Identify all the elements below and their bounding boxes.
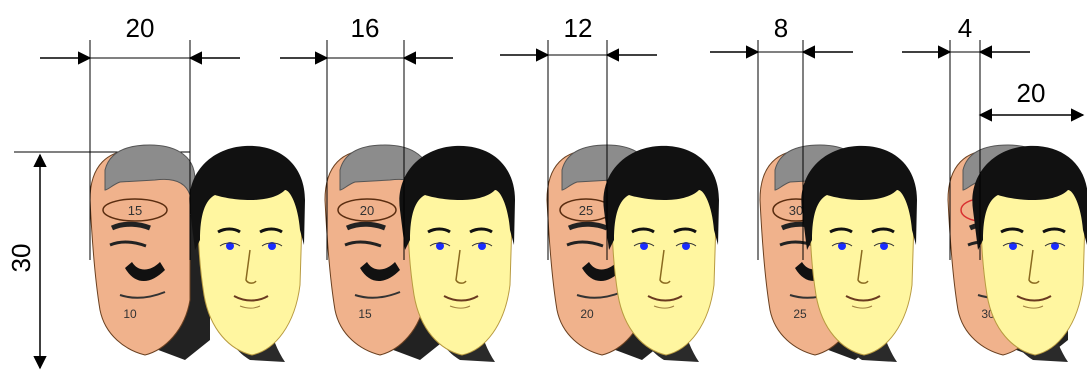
front-face-chin [653, 305, 675, 309]
face-pair-2: 20 15 16 [280, 13, 515, 362]
front-face-eye-left [640, 242, 648, 250]
front-face-nose [659, 249, 671, 284]
front-face-hair [399, 145, 515, 250]
forehead-ring [102, 198, 168, 222]
front-face-hair [801, 145, 917, 250]
front-face [801, 145, 917, 362]
front-face-nose [1028, 249, 1040, 284]
front-face-hair [972, 145, 1087, 250]
front-face-chin [851, 305, 873, 309]
front-face-lid-right [1044, 242, 1066, 247]
front-face-brow-left [829, 227, 853, 234]
gap-dimension-label: 8 [774, 13, 788, 43]
forehead-ring [337, 198, 397, 222]
front-face-eye-right [682, 242, 690, 250]
front-face-eye-right [880, 242, 888, 250]
back-face-brow [567, 221, 608, 231]
front-face-chin [449, 305, 471, 309]
chin-value-label: 10 [123, 307, 137, 321]
back-face-mouth [354, 291, 401, 299]
front-face [972, 145, 1087, 362]
chin-value-label: 20 [580, 307, 594, 321]
front-face-brow-right [1042, 227, 1066, 234]
face-pair-4: 30 25 8 [710, 13, 917, 362]
front-face-eye-left [1009, 242, 1017, 250]
face-pair-3: 25 20 12 [500, 13, 719, 362]
front-face-mouth [443, 295, 479, 302]
front-face-nose [857, 249, 869, 284]
front-face [603, 145, 719, 362]
back-face-mouth [119, 291, 166, 299]
offset-dimension-label: 20 [1017, 78, 1046, 108]
front-face-brow-right [673, 227, 697, 234]
front-face-chin [1022, 305, 1044, 309]
front-face-brow-left [427, 227, 451, 234]
back-face-nose [582, 262, 622, 282]
front-face-eye-right [478, 242, 486, 250]
front-face-mouth [233, 295, 269, 302]
front-face-brow-right [871, 227, 895, 234]
front-face-eye-right [1051, 242, 1059, 250]
front-face-brow-right [259, 227, 283, 234]
front-face-lid-right [675, 242, 697, 247]
gap-dimension-label: 12 [564, 13, 593, 43]
front-face-mouth [845, 295, 881, 302]
back-face-nose [360, 262, 400, 282]
forehead-value-label: 30 [789, 203, 803, 218]
back-face-eye [344, 240, 382, 248]
forehead-value-label: 25 [579, 203, 593, 218]
back-face-brow [345, 221, 386, 231]
front-face-lid-right [261, 242, 283, 247]
offset-dimension: 20 [978, 78, 1085, 122]
front-face-brow-left [1000, 227, 1024, 234]
front-face-lid-left [831, 242, 853, 247]
forehead-value-label: 20 [360, 203, 374, 218]
front-face-brow-right [469, 227, 493, 234]
height-dimension-label: 30 [6, 244, 36, 273]
front-face-nose [455, 249, 467, 284]
back-face-nose [125, 262, 165, 282]
gap-dimension-label: 4 [958, 13, 972, 43]
front-face-eye-left [226, 242, 234, 250]
forehead-value-label: 15 [128, 203, 142, 218]
front-face-hair [603, 145, 719, 250]
front-face-lid-left [633, 242, 655, 247]
gap-dimension-label: 20 [126, 13, 155, 43]
front-face-lid-right [471, 242, 493, 247]
back-face-eye [109, 240, 147, 248]
front-face-chin [239, 305, 261, 309]
front-face-nose [245, 249, 257, 284]
front-face [189, 145, 305, 362]
front-face-hair [189, 145, 305, 250]
front-face-mouth [647, 295, 683, 302]
front-face-lid-left [429, 242, 451, 247]
face-pair-5: 35304 [902, 13, 1087, 362]
front-face-lid-left [1002, 242, 1024, 247]
back-face-eye [566, 240, 604, 248]
gap-dimension-label: 16 [351, 13, 380, 43]
front-face-brow-left [631, 227, 655, 234]
front-face-eye-right [268, 242, 276, 250]
front-face [399, 145, 515, 362]
chin-value-label: 25 [793, 307, 807, 321]
front-face-mouth [1016, 295, 1052, 302]
back-face-brow [110, 221, 151, 231]
front-face-brow-left [217, 227, 241, 234]
front-face-eye-left [838, 242, 846, 250]
front-face-lid-right [873, 242, 895, 247]
chin-value-label: 15 [358, 307, 372, 321]
front-face-lid-left [219, 242, 241, 247]
front-face-eye-left [436, 242, 444, 250]
